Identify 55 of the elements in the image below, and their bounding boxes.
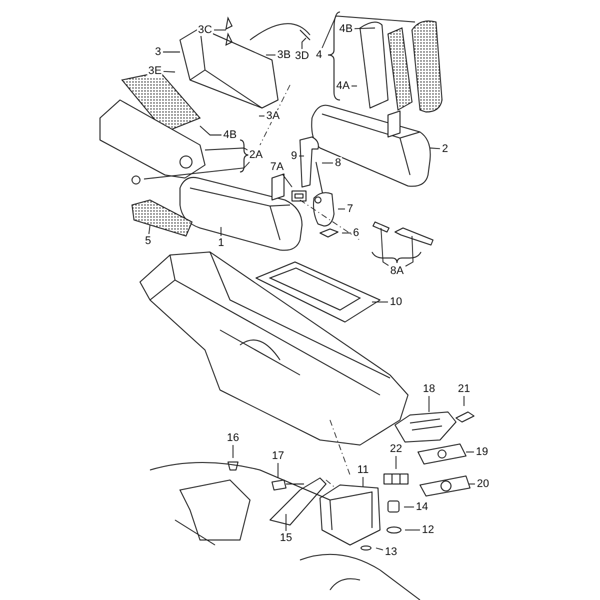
callout-number: 3	[154, 46, 162, 58]
callout-number: 8	[334, 157, 342, 169]
callout-number: 8A	[389, 265, 405, 277]
leader-line	[354, 28, 376, 30]
callout-number: 19	[474, 446, 490, 458]
leader-line	[404, 506, 414, 508]
leader-line	[163, 70, 176, 72]
callout-number: 16	[226, 432, 240, 444]
callout-number: 2A	[248, 149, 264, 161]
leader-line	[322, 162, 334, 164]
callout-number: 3E	[147, 65, 163, 77]
callout-number: 18	[422, 383, 436, 395]
callout-number: 12	[420, 524, 436, 536]
leader-line	[266, 54, 276, 56]
callout-number: 3B	[276, 49, 292, 61]
leader-line	[376, 548, 384, 550]
callout-number: 4	[314, 49, 324, 61]
leader-line	[322, 16, 416, 48]
callout-number: 15	[278, 532, 294, 544]
callout-number: 22	[388, 443, 404, 455]
callout-number: 14	[414, 501, 430, 513]
callout-number: 4A	[335, 80, 351, 92]
callout-number: 3D	[294, 50, 310, 62]
leader-line	[200, 126, 222, 136]
leader-line	[148, 224, 150, 234]
callout-number: 11	[356, 464, 370, 476]
callout-number: 21	[456, 383, 472, 395]
leader-line	[380, 228, 389, 266]
callout-number: 10	[388, 296, 404, 308]
callout-number: 13	[384, 546, 398, 558]
leader-line	[428, 396, 430, 412]
callout-number: 2	[440, 143, 450, 155]
callout-number: 7A	[269, 161, 285, 173]
callout-number: 6	[352, 227, 360, 239]
callout-number: 3C	[196, 24, 214, 36]
callout-number: 20	[476, 478, 490, 490]
leader-line	[430, 148, 440, 150]
callout-number: 4B	[338, 23, 354, 35]
leader-line	[338, 208, 346, 210]
leader-line	[204, 148, 248, 150]
leader-line	[362, 476, 364, 488]
callout-number: 5	[144, 235, 152, 247]
callout-number: 9	[290, 150, 298, 162]
leader-line	[302, 38, 306, 50]
callout-number: 3A	[265, 110, 281, 122]
leader-line	[405, 236, 414, 267]
leader-line	[282, 174, 292, 188]
callout-number: 1	[216, 237, 226, 249]
leader-line	[342, 232, 352, 234]
callout-number: 4B	[222, 129, 238, 141]
leader-line	[220, 226, 222, 236]
callout-number: 7	[346, 203, 354, 215]
leader-line	[232, 444, 234, 458]
leader-line	[144, 162, 250, 180]
callout-number: 17	[270, 450, 286, 462]
